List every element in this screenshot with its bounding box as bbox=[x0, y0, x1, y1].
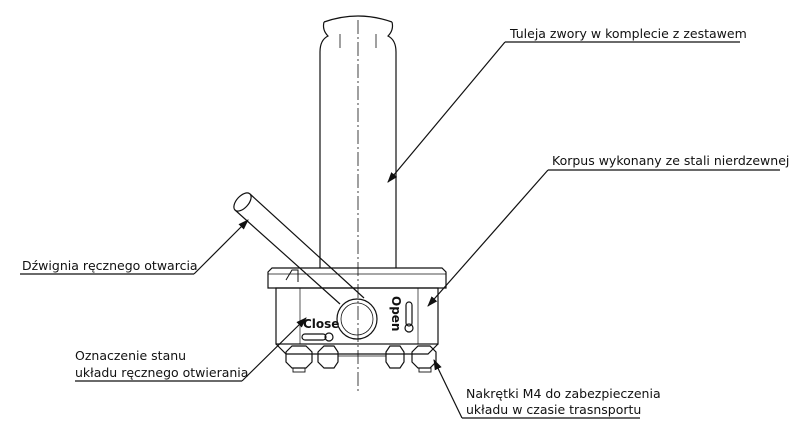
close-indicator bbox=[301, 332, 334, 342]
label-state-line2: układu ręcznego otwierania bbox=[75, 365, 248, 380]
leader-nuts bbox=[433, 359, 640, 419]
leader-lever bbox=[20, 219, 249, 275]
manual-lever bbox=[233, 192, 378, 340]
label-state-line1: Oznaczenie stanu bbox=[75, 348, 186, 363]
leader-tube bbox=[387, 41, 740, 183]
leader-state bbox=[75, 317, 307, 382]
label-body: Korpus wykonany ze stali nierdzewnej bbox=[552, 153, 789, 168]
armature-tube bbox=[319, 15, 397, 268]
close-marking: Close bbox=[303, 317, 339, 331]
label-lever: Dźwignia ręcznego otwarcia bbox=[22, 258, 198, 273]
label-nuts-line2: układu w czasie trasnsportu bbox=[466, 402, 641, 417]
open-marking: Open bbox=[389, 296, 403, 331]
label-nuts-line1: Nakrętki M4 do zabezpieczenia bbox=[466, 386, 661, 401]
leader-body bbox=[427, 169, 780, 307]
body-flange bbox=[267, 267, 447, 289]
m4-nuts bbox=[285, 345, 437, 373]
valve-body bbox=[275, 287, 439, 355]
label-tube: Tuleja zwory w komplecie z zestawem bbox=[509, 26, 747, 41]
open-indicator bbox=[404, 301, 414, 333]
